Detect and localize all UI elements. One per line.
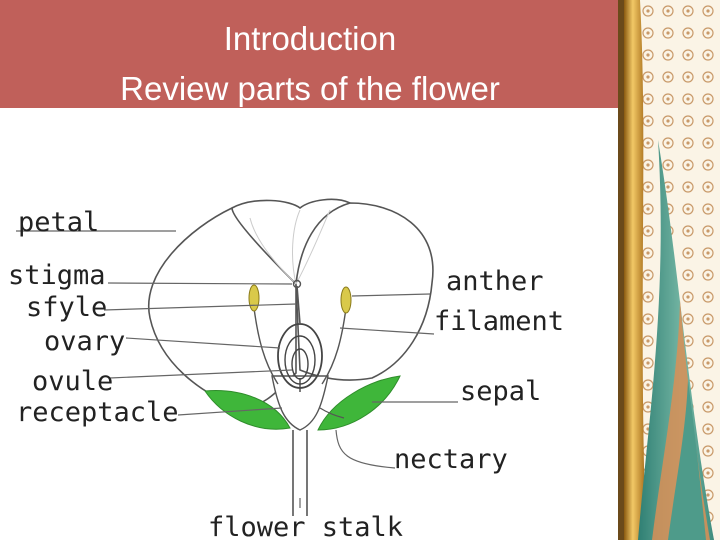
label-stigma: stigma [8,260,106,291]
sepal-right [317,375,401,431]
slide-subtitle: Review parts of the flower [120,70,500,107]
flower-diagram: petal stigma sfyle ovary ovule receptacl… [8,198,564,540]
label-ovule: ovule [32,366,113,397]
flower-stalk-graphic [292,430,308,516]
filament-right [321,307,347,385]
label-anther: anther [446,266,544,297]
label-filament: filament [434,306,564,337]
nectary [319,407,345,419]
petal-top [231,198,351,210]
style [296,285,301,325]
filament-left [253,307,279,385]
slide-title: Introduction [223,20,397,57]
label-flower-stalk: flower stalk [208,512,403,540]
label-petal: petal [18,207,99,238]
label-style: sfyle [26,292,107,323]
receptacle [271,375,329,431]
anther-left [248,284,260,312]
label-nectary: nectary [394,444,508,475]
stigma [292,279,302,289]
label-ovary: ovary [44,326,125,357]
leader-lines [16,230,458,508]
label-sepal: sepal [460,376,541,407]
petal-right [295,202,434,381]
title-bar: Introduction Review parts of the flower [0,0,620,108]
decorative-border [618,0,720,540]
anther-right [340,286,352,314]
label-receptacle: receptacle [16,397,179,428]
